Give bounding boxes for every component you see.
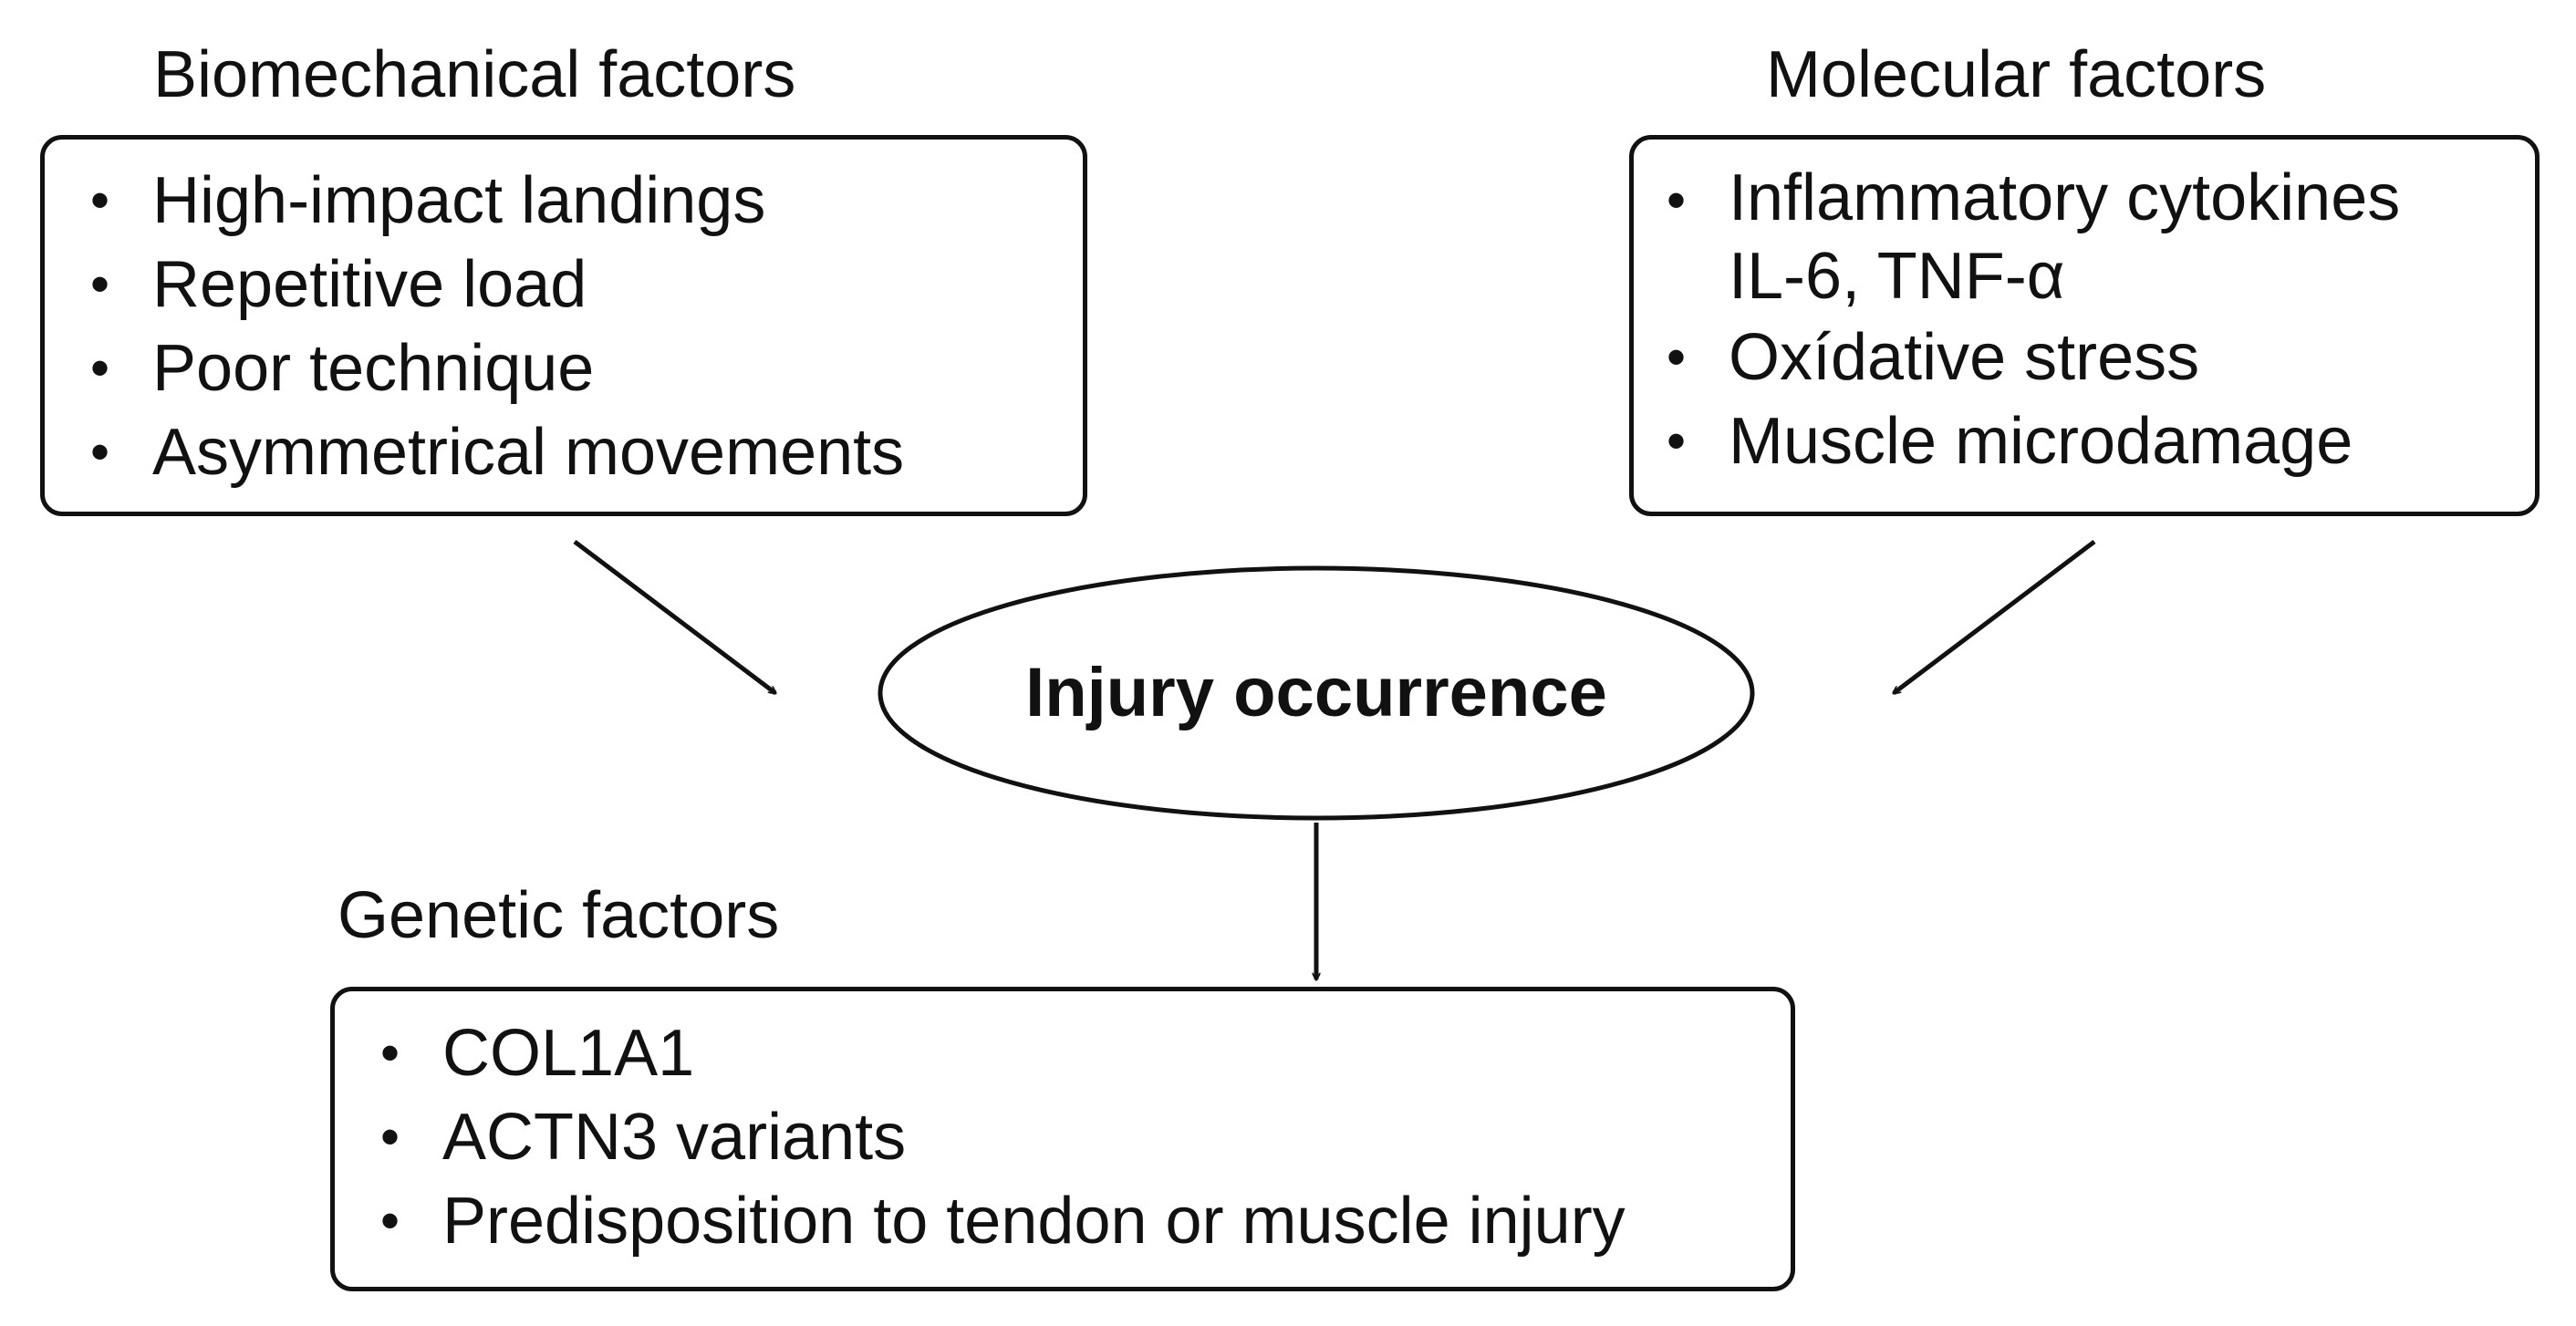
injury-occurrence-label: Injury occurrence: [1025, 654, 1607, 731]
list-item: •Predisposition to tendon or muscle inju…: [373, 1179, 1626, 1263]
list-item: •Poor technique: [83, 326, 904, 410]
bullet-icon: •: [90, 170, 110, 231]
bullet-icon: •: [1667, 170, 1687, 231]
bullet-icon: •: [380, 1106, 400, 1167]
biomechanical-factors-list: •High-impact landings •Repetitive load •…: [83, 159, 904, 494]
biomechanical-factors-box: •High-impact landings •Repetitive load •…: [40, 135, 1087, 516]
genetic-factors-box: •COL1A1 •ACTN3 variants •Predisposition …: [330, 987, 1795, 1291]
biomechanical-factors-title: Biomechanical factors: [153, 38, 796, 111]
list-item: •Muscle microdamage: [1659, 399, 2400, 483]
list-item: •Asymmetrical movements: [83, 410, 904, 494]
list-item: •Repetitive load: [83, 243, 904, 326]
genetic-factors-title: Genetic factors: [338, 879, 780, 952]
list-item: •Oxídative stress: [1659, 316, 2400, 399]
bullet-icon: •: [380, 1022, 400, 1083]
genetic-factors-list: •COL1A1 •ACTN3 variants •Predisposition …: [373, 1011, 1626, 1263]
list-item: •ACTN3 variants: [373, 1095, 1626, 1179]
list-item: •COL1A1: [373, 1011, 1626, 1095]
injury-occurrence-ellipse: [878, 565, 1755, 821]
arrow-molecular-to-injury: [1894, 540, 2096, 693]
bullet-icon: •: [90, 337, 110, 399]
arrow-biomechanical-to-injury: [573, 540, 775, 693]
molecular-factors-title: Molecular factors: [1766, 38, 2267, 111]
bullet-icon: •: [90, 254, 110, 315]
bullet-icon: •: [1667, 410, 1687, 471]
bullet-icon: •: [380, 1190, 400, 1251]
list-item: •High-impact landings: [83, 159, 904, 243]
bullet-icon: •: [90, 421, 110, 482]
bullet-icon: •: [1667, 326, 1687, 388]
